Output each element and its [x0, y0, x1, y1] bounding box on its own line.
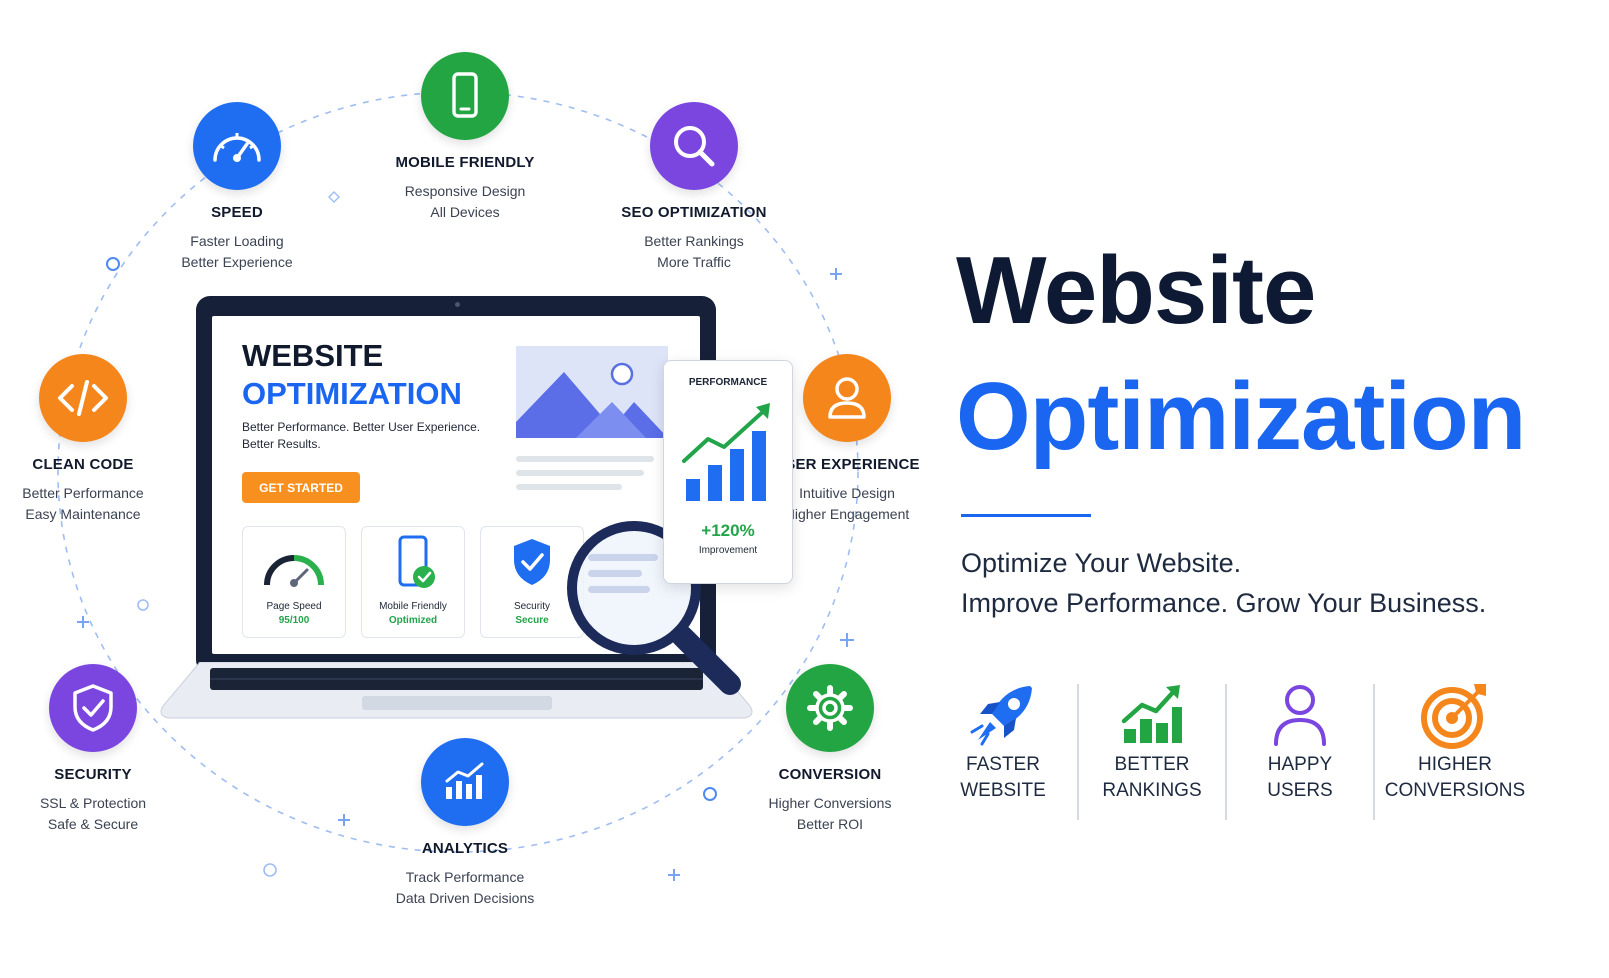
feature-line: Data Driven Decisions: [395, 890, 535, 906]
shield-check-icon: [49, 664, 137, 752]
security-card: Security Secure: [480, 526, 584, 638]
performance-value: +120%: [701, 521, 755, 540]
feature-title: USER EXPERIENCE: [774, 456, 920, 473]
hero-title: Website: [956, 237, 1316, 344]
card-title: Security: [513, 601, 551, 612]
feature-speed: SPEED Faster Loading Better Experience: [137, 102, 337, 273]
hero-divider: [961, 514, 1091, 517]
speedometer-icon: [193, 102, 281, 190]
user-icon: [1225, 678, 1375, 752]
feature-line: Higher Engagement: [784, 506, 910, 522]
feature-title: ANALYTICS: [421, 840, 509, 857]
feature-line: Track Performance: [405, 869, 525, 885]
feature-clean-code: CLEAN CODE Better Performance Easy Maint…: [0, 354, 183, 525]
feature-seo-optimization: SEO OPTIMIZATION Better Rankings More Tr…: [594, 102, 794, 273]
growth-chart-icon: [1077, 678, 1227, 752]
laptop-keyboard-base: [160, 662, 753, 719]
benefit-higher-conversions: HIGHER CONVERSIONS: [1380, 678, 1530, 804]
benefit-label: WEBSITE: [960, 780, 1046, 801]
performance-title: PERFORMANCE: [688, 377, 768, 388]
card-value: Secure: [515, 615, 549, 626]
card-title: Mobile Friendly: [379, 601, 447, 612]
user-icon: [803, 354, 891, 442]
hero-title-accent: Optimization: [956, 363, 1526, 470]
feature-line: Safe & Secure: [47, 816, 139, 832]
feature-conversion: CONVERSION Higher Conversions Better ROI: [730, 664, 930, 835]
feature-line: All Devices: [430, 204, 500, 220]
performance-label: Improvement: [698, 545, 758, 556]
benefit-label: CONVERSIONS: [1384, 780, 1526, 801]
feature-title: SPEED: [211, 204, 263, 221]
benefit-better-rankings: BETTER RANKINGS: [1077, 678, 1227, 804]
performance-card: PERFORMANCE +120% Improvement: [663, 360, 793, 584]
gear-icon: [786, 664, 874, 752]
feature-title: SECURITY: [54, 766, 132, 783]
benefit-label: BETTER: [1114, 754, 1190, 775]
card-value: 95/100: [278, 615, 310, 626]
feature-line: Better Rankings: [644, 233, 744, 249]
benefit-separator: [1373, 684, 1375, 820]
feature-line: SSL & Protection: [39, 795, 147, 811]
feature-title: SEO OPTIMIZATION: [621, 204, 767, 221]
target-icon: [1380, 678, 1530, 752]
screen-heading: WEBSITE: [242, 338, 384, 373]
feature-line: Better Performance: [22, 485, 144, 501]
benefit-label: HAPPY: [1267, 754, 1333, 775]
search-icon: [650, 102, 738, 190]
screen-tagline: Better Results.: [242, 437, 321, 451]
feature-title: MOBILE FRIENDLY: [395, 154, 535, 171]
benefit-happy-users: HAPPY USERS: [1225, 678, 1375, 804]
growth-chart-icon: [682, 403, 770, 501]
card-title: Page Speed: [266, 601, 322, 612]
webcam-dot: [455, 302, 460, 307]
get-started-button[interactable]: GET STARTED: [242, 472, 360, 503]
feature-title: CONVERSION: [778, 766, 882, 783]
phone-check-icon: [398, 535, 435, 588]
feature-line: Better ROI: [796, 816, 864, 832]
bar-chart-icon: [421, 738, 509, 826]
code-icon: [39, 354, 127, 442]
screen-heading-accent: OPTIMIZATION: [242, 376, 462, 411]
feature-line: Better Experience: [181, 254, 293, 270]
benefit-label: USERS: [1267, 780, 1333, 801]
feature-security: SECURITY SSL & Protection Safe & Secure: [0, 664, 193, 835]
benefit-faster-website: FASTER WEBSITE: [928, 678, 1078, 804]
screen-tagline: Better Performance. Better User Experien…: [242, 420, 481, 434]
mobile-friendly-card: Mobile Friendly Optimized: [361, 526, 465, 638]
benefit-separator: [1077, 684, 1079, 820]
feature-line: Responsive Design: [404, 183, 526, 199]
hero-subtitle: Optimize Your Website.: [961, 548, 1242, 578]
feature-analytics: ANALYTICS Track Performance Data Driven …: [365, 738, 565, 909]
feature-line: Higher Conversions: [768, 795, 892, 811]
rocket-icon: [928, 678, 1078, 752]
benefit-label: FASTER: [966, 754, 1040, 775]
feature-user-experience: USER EXPERIENCE Intuitive Design Higher …: [747, 354, 947, 525]
benefit-label: HIGHER: [1418, 754, 1492, 775]
card-value: Optimized: [388, 615, 438, 626]
benefit-separator: [1225, 684, 1227, 820]
shield-check-icon: [514, 539, 550, 585]
hero-subtitle: Improve Performance. Grow Your Business.: [961, 588, 1487, 618]
benefit-label: RANKINGS: [1102, 780, 1202, 801]
gauge-icon: [264, 555, 324, 587]
feature-line: More Traffic: [657, 254, 731, 270]
smartphone-icon: [421, 52, 509, 140]
feature-mobile-friendly: MOBILE FRIENDLY Responsive Design All De…: [365, 52, 565, 223]
page-speed-card: Page Speed 95/100: [242, 526, 346, 638]
image-placeholder: [516, 346, 668, 490]
feature-line: Faster Loading: [190, 233, 284, 249]
feature-line: Intuitive Design: [799, 485, 895, 501]
feature-title: CLEAN CODE: [32, 456, 134, 473]
feature-line: Easy Maintenance: [25, 506, 141, 522]
